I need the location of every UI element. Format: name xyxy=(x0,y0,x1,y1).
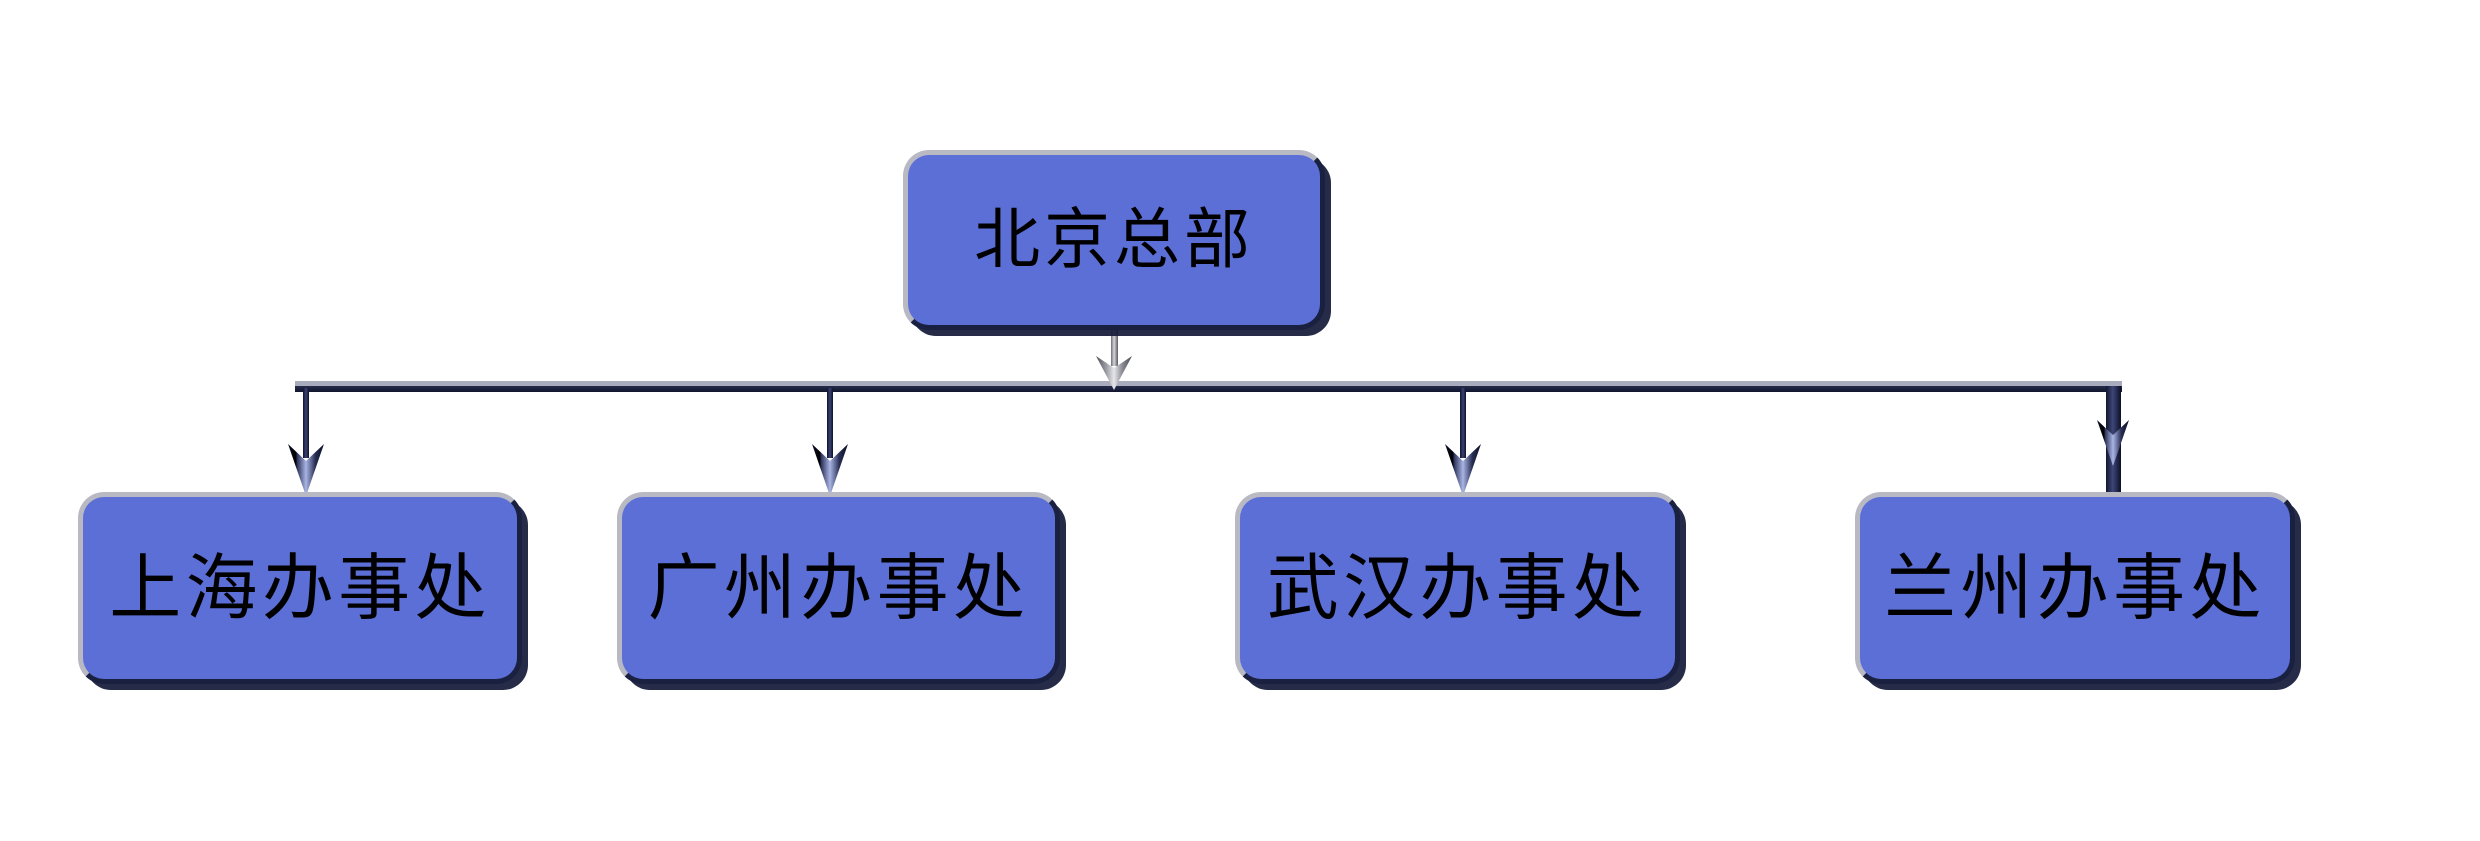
node-label-beijing-hq: 北京总部 xyxy=(974,201,1254,278)
branch-arrow-head-wuhan-icon xyxy=(1445,444,1481,496)
node-wuhan-office[interactable]: 武汉办事处 xyxy=(1235,492,1680,684)
branch-arrow-head-lanzhou-icon xyxy=(2097,420,2129,466)
node-label-wuhan-office: 武汉办事处 xyxy=(1266,546,1649,630)
node-label-shanghai-office: 上海办事处 xyxy=(109,546,491,630)
branch-stem-wuhan xyxy=(1460,388,1466,458)
trunk-connector-line xyxy=(295,381,2122,392)
branch-arrow-head-guangzhou-icon xyxy=(812,444,848,496)
branch-stem-guangzhou xyxy=(827,388,833,458)
node-guangzhou-office[interactable]: 广州办事处 xyxy=(617,492,1060,684)
node-beijing-hq[interactable]: 北京总部 xyxy=(903,150,1325,330)
branch-stem-shanghai xyxy=(303,388,309,458)
node-shanghai-office[interactable]: 上海办事处 xyxy=(78,492,522,684)
branch-stem-lanzhou xyxy=(2106,386,2121,500)
root-arrow-head-icon xyxy=(1096,356,1132,390)
node-label-guangzhou-office: 广州办事处 xyxy=(647,546,1030,630)
node-label-lanzhou-office: 兰州办事处 xyxy=(1884,546,2266,630)
root-connector-stem xyxy=(1111,330,1118,366)
node-lanzhou-office[interactable]: 兰州办事处 xyxy=(1855,492,2295,684)
branch-arrow-head-shanghai-icon xyxy=(288,444,324,496)
